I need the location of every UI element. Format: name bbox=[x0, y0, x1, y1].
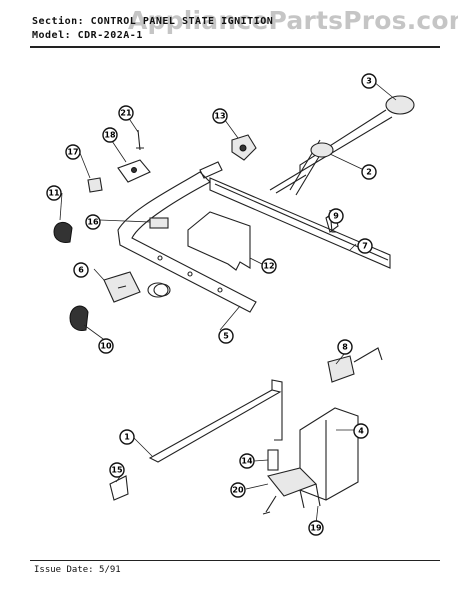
tube-14 bbox=[267, 449, 279, 471]
connector-8 bbox=[327, 347, 383, 383]
callout-4: 4 bbox=[353, 423, 369, 439]
callout-5: 5 bbox=[218, 328, 234, 344]
callout-2: 2 bbox=[361, 164, 377, 180]
svg-text:17: 17 bbox=[67, 148, 78, 157]
svg-text:19: 19 bbox=[310, 524, 322, 533]
coil-spring bbox=[147, 282, 171, 298]
callout-16: 16 bbox=[85, 214, 101, 230]
header-rule bbox=[30, 46, 440, 48]
svg-text:4: 4 bbox=[358, 427, 364, 436]
knob-10 bbox=[69, 305, 89, 331]
svg-text:18: 18 bbox=[104, 131, 116, 140]
callout-9: 9 bbox=[328, 208, 344, 224]
issue-date: Issue Date: 5/91 bbox=[34, 565, 121, 575]
watermark: AppliancePartsPros.com bbox=[128, 6, 458, 35]
clip-17 bbox=[87, 177, 103, 193]
callout-14: 14 bbox=[239, 453, 255, 469]
screw-21 bbox=[136, 129, 144, 151]
callout-17: 17 bbox=[65, 144, 81, 160]
svg-text:8: 8 bbox=[342, 343, 348, 352]
callout-1: 1 bbox=[119, 429, 135, 445]
svg-text:5: 5 bbox=[223, 332, 229, 341]
section-title: Section: CONTROL PANEL STATE IGNITION bbox=[32, 16, 274, 27]
callout-15: 15 bbox=[109, 462, 125, 478]
micro-switch bbox=[149, 217, 169, 229]
svg-text:16: 16 bbox=[87, 218, 99, 227]
burner-assembly bbox=[269, 95, 415, 196]
leader-lines bbox=[59, 81, 397, 525]
svg-text:12: 12 bbox=[263, 262, 274, 271]
svg-text:3: 3 bbox=[366, 77, 372, 86]
model-title: Model: CDR-202A-1 bbox=[32, 30, 143, 41]
svg-text:9: 9 bbox=[333, 212, 339, 221]
svg-text:1: 1 bbox=[124, 433, 130, 442]
callout-8: 8 bbox=[337, 339, 353, 355]
callout-19: 19 bbox=[308, 520, 324, 536]
bracket-1 bbox=[148, 379, 283, 463]
svg-text:2: 2 bbox=[366, 168, 372, 177]
svg-text:6: 6 bbox=[78, 266, 84, 275]
svg-text:15: 15 bbox=[111, 466, 123, 475]
callout-13: 13 bbox=[212, 108, 228, 124]
callout-21: 21 bbox=[118, 105, 134, 121]
igniter-part bbox=[231, 134, 257, 161]
callout-18: 18 bbox=[102, 127, 118, 143]
main-bracket bbox=[209, 177, 391, 269]
shield-plate bbox=[187, 211, 251, 271]
svg-text:7: 7 bbox=[362, 242, 368, 251]
svg-text:11: 11 bbox=[48, 189, 60, 198]
callout-10: 10 bbox=[98, 338, 114, 354]
callout-11: 11 bbox=[46, 185, 62, 201]
clip-15 bbox=[109, 475, 129, 501]
regulator-20 bbox=[262, 467, 321, 515]
callout-12: 12 bbox=[261, 258, 277, 274]
valve-18 bbox=[117, 159, 151, 183]
ignition-switch bbox=[103, 271, 141, 303]
callout-7: 7 bbox=[357, 238, 373, 254]
svg-text:13: 13 bbox=[214, 112, 225, 121]
callout-6: 6 bbox=[73, 262, 89, 278]
manifold-tube bbox=[117, 161, 257, 313]
svg-text:14: 14 bbox=[241, 457, 253, 466]
svg-text:21: 21 bbox=[120, 109, 132, 118]
callout-3: 3 bbox=[361, 73, 377, 89]
footer-rule bbox=[30, 560, 440, 561]
knob-11 bbox=[53, 222, 73, 243]
svg-text:20: 20 bbox=[232, 486, 244, 495]
callout-20: 20 bbox=[230, 482, 246, 498]
svg-text:10: 10 bbox=[100, 342, 112, 351]
